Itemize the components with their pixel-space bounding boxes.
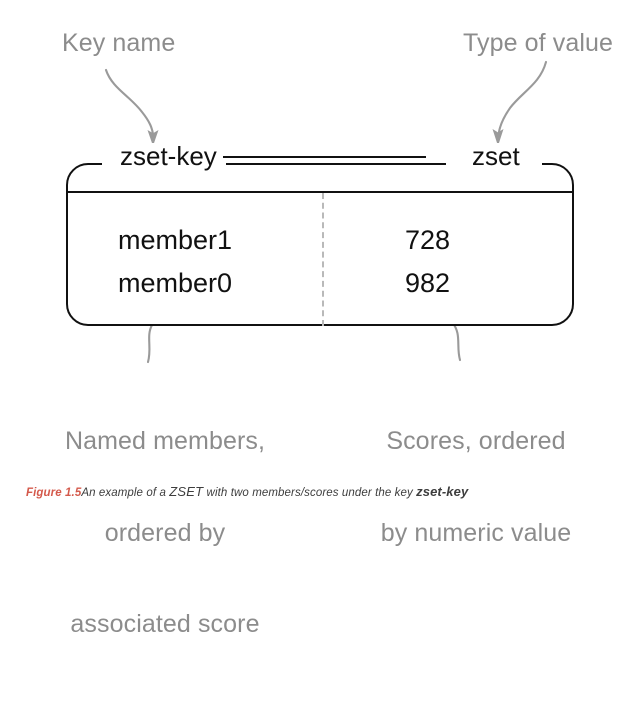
callout-type-of-value: Type of value: [463, 29, 614, 57]
zset-figure: Key name Type of value Named members, or…: [26, 29, 614, 638]
callout-scores-line-2: by numeric value: [380, 518, 572, 547]
callout-key-name: Key name: [62, 29, 176, 57]
arrow-key-name: [104, 68, 159, 146]
figure-caption-text-middle: with two members/scores under the key: [203, 487, 417, 499]
callout-scores-line-1: Scores, ordered: [386, 427, 566, 455]
figure-caption-emphasis-key: zset-key: [416, 484, 469, 499]
arrow-type-of-value: [492, 60, 548, 146]
table-row: member0 982: [68, 264, 572, 302]
entry-score: 982: [405, 268, 451, 298]
table-row: member1 728: [68, 221, 572, 259]
entry-score: 728: [405, 225, 451, 255]
header-separator-line: [68, 191, 572, 193]
callout-named-members-line-2: ordered by: [104, 518, 226, 547]
zset-container-box: member1 728 member0 982: [66, 159, 574, 326]
figure-caption-number: Figure 1.5: [26, 487, 82, 499]
entry-member: member0: [118, 268, 233, 298]
zset-key-label: zset-key: [114, 143, 223, 169]
figure-caption: Figure 1.5An example of a ZSET with two …: [26, 484, 468, 499]
header-connector-line: [177, 156, 426, 158]
zset-type-label: zset: [466, 143, 526, 169]
callout-named-members-line-1: Named members,: [64, 427, 266, 455]
callout-named-members-line-3: associated score: [70, 610, 260, 638]
entry-member: member1: [118, 225, 233, 255]
figure-caption-text-before: An example of a: [81, 487, 170, 499]
callout-named-members: Named members, ordered by associated sco…: [8, 365, 322, 701]
column-divider-dashed: [322, 193, 324, 326]
figure-caption-emphasis-zset: ZSET: [169, 484, 204, 499]
zset-entries: member1 728 member0 982: [68, 193, 572, 326]
